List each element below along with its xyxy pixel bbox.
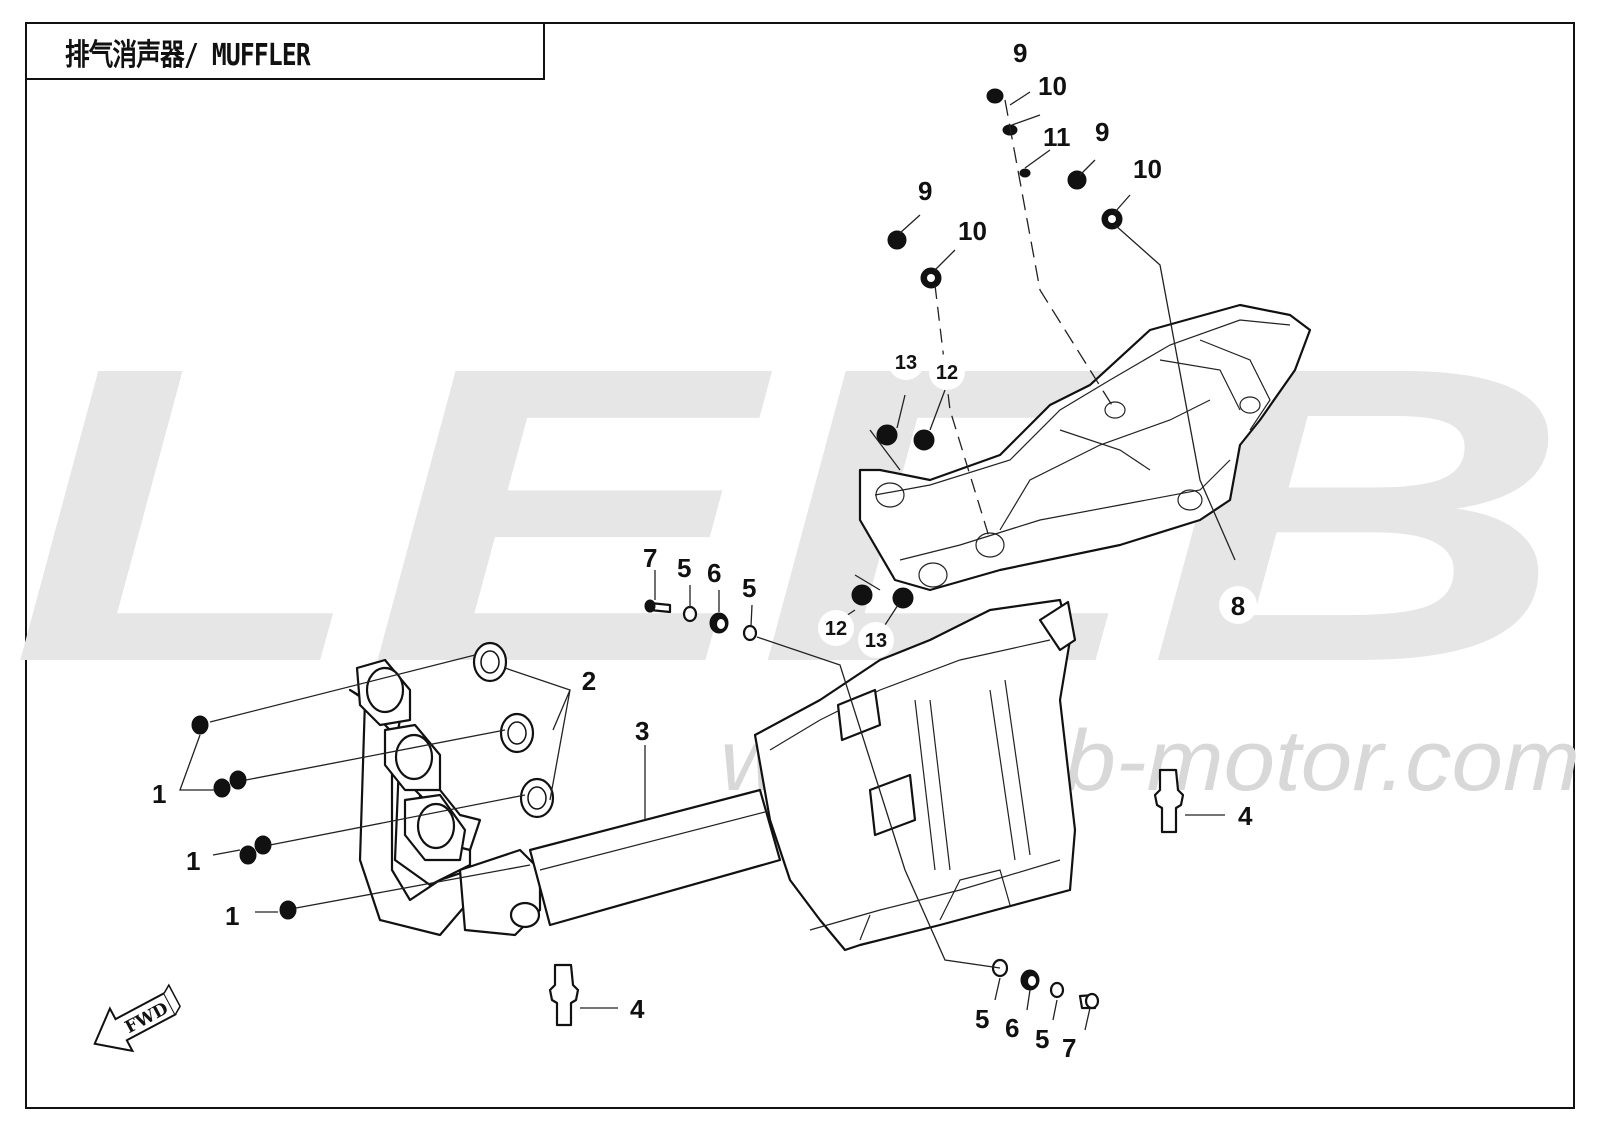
heat-shield: [858, 303, 1312, 592]
page-title: 排气消声器/ MUFFLER: [65, 38, 311, 73]
fwd-arrow: FWD: [93, 983, 181, 1053]
callout-1c: 1: [225, 901, 239, 931]
callout-labels: 1 1 1 3 4 4 5 5 5 5 6 6 7 7 9 9 9 10 10 …: [152, 38, 1253, 1063]
header-nuts: [191, 715, 297, 920]
callout-1b: 1: [186, 846, 200, 876]
callout-5a: 5: [677, 553, 691, 583]
callout-11: 11: [1043, 122, 1071, 152]
callout-8: 8: [1231, 591, 1245, 621]
callout-13a: 13: [895, 352, 917, 374]
callout-10a: 10: [1038, 71, 1067, 101]
callout-12b: 12: [825, 618, 847, 640]
callout-5c: 5: [975, 1004, 989, 1034]
callout-4a: 4: [630, 994, 645, 1024]
callout-10c: 10: [958, 216, 987, 246]
watermark-brand: LEEB: [10, 281, 1570, 750]
callout-9c: 9: [918, 176, 932, 206]
diagram-frame: [25, 22, 1575, 1109]
callout-5b: 5: [742, 573, 756, 603]
callout-7b: 7: [1062, 1033, 1076, 1063]
callout-6a: 6: [707, 558, 721, 588]
leader-lines: [179, 91, 1236, 1031]
callout-9a: 9: [1013, 38, 1027, 68]
callout-1a: 1: [152, 779, 166, 809]
muffler-body: [753, 598, 1077, 952]
callout-12a: 12: [936, 362, 958, 384]
callout-6b: 6: [1005, 1013, 1019, 1043]
title-box: 排气消声器/ MUFFLER: [25, 22, 545, 80]
callout-10b: 10: [1133, 154, 1162, 184]
mid-pipe: [528, 788, 782, 927]
callout-4b: 4: [1238, 801, 1253, 831]
hanger-hardware-upper: [644, 599, 758, 642]
shield-fasteners: [851, 88, 1123, 609]
callout-9b: 9: [1095, 117, 1109, 147]
callout-7a: 7: [643, 543, 657, 573]
circled-callouts: 2 8 12 12 13 13: [571, 344, 1257, 698]
callout-5d: 5: [1035, 1024, 1049, 1054]
callout-13b: 13: [865, 630, 887, 652]
callout-3: 3: [635, 716, 649, 746]
hanger-hardware-lower: [991, 958, 1100, 1010]
o2-sensors: [548, 768, 1185, 1027]
gaskets: [472, 641, 555, 819]
callout-2: 2: [582, 666, 596, 696]
